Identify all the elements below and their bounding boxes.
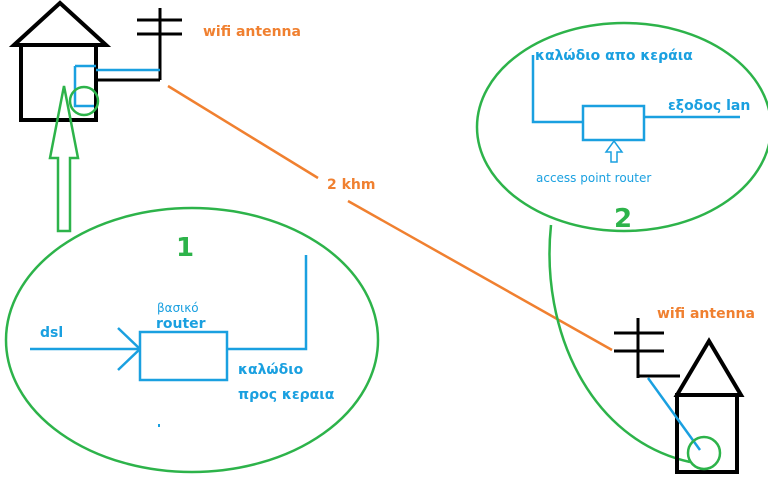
detail-circle-1 (4, 206, 380, 474)
house-right (673, 337, 745, 474)
antenna-bottom-icon (614, 318, 680, 378)
cable-to-antenna-label-line1: καλώδιο (238, 362, 304, 378)
house-right-roof (673, 337, 745, 397)
access-point-arrow-icon (604, 139, 624, 163)
wireless-link-line-upper (167, 84, 319, 180)
detail-circle-2 (475, 21, 768, 233)
router-to-antenna-cable (227, 255, 308, 351)
wifi-antenna-bottom-label: wifi antenna (657, 306, 755, 322)
circle-number-1: 1 (176, 233, 194, 263)
access-point-box (581, 104, 646, 142)
router-label: router (156, 316, 206, 332)
lan-output-label: εξοδος lan (668, 98, 750, 114)
circle-number-2: 2 (614, 204, 632, 234)
access-point-router-label: access point router (536, 171, 651, 185)
green-up-arrow-icon (48, 85, 80, 233)
stray-dot (158, 424, 160, 427)
cable-from-antenna-label: καλώδιο απο κεράια (535, 48, 693, 64)
antenna-top-icon (96, 8, 182, 82)
distance-label: 2 khm (327, 177, 375, 193)
main-router-box (138, 330, 229, 382)
house-left-socket-circle (68, 85, 100, 117)
cable-to-antenna-label-line2: προς κεραια (238, 387, 335, 403)
house-right-socket-circle (686, 435, 722, 471)
circle-2-connector-curve (548, 224, 691, 464)
wifi-antenna-top-label: wifi antenna (203, 24, 301, 40)
dsl-label: dsl (40, 325, 63, 341)
house-left-cable (73, 64, 160, 108)
house-left-roof (8, 0, 112, 47)
house-right-walls (675, 393, 739, 474)
wireless-link-line-lower (347, 199, 613, 352)
house-right-cable (646, 377, 702, 451)
basic-label: βασικό (157, 301, 199, 315)
antenna-to-ap-cable (531, 55, 583, 124)
dsl-arrow-icon (30, 327, 141, 371)
